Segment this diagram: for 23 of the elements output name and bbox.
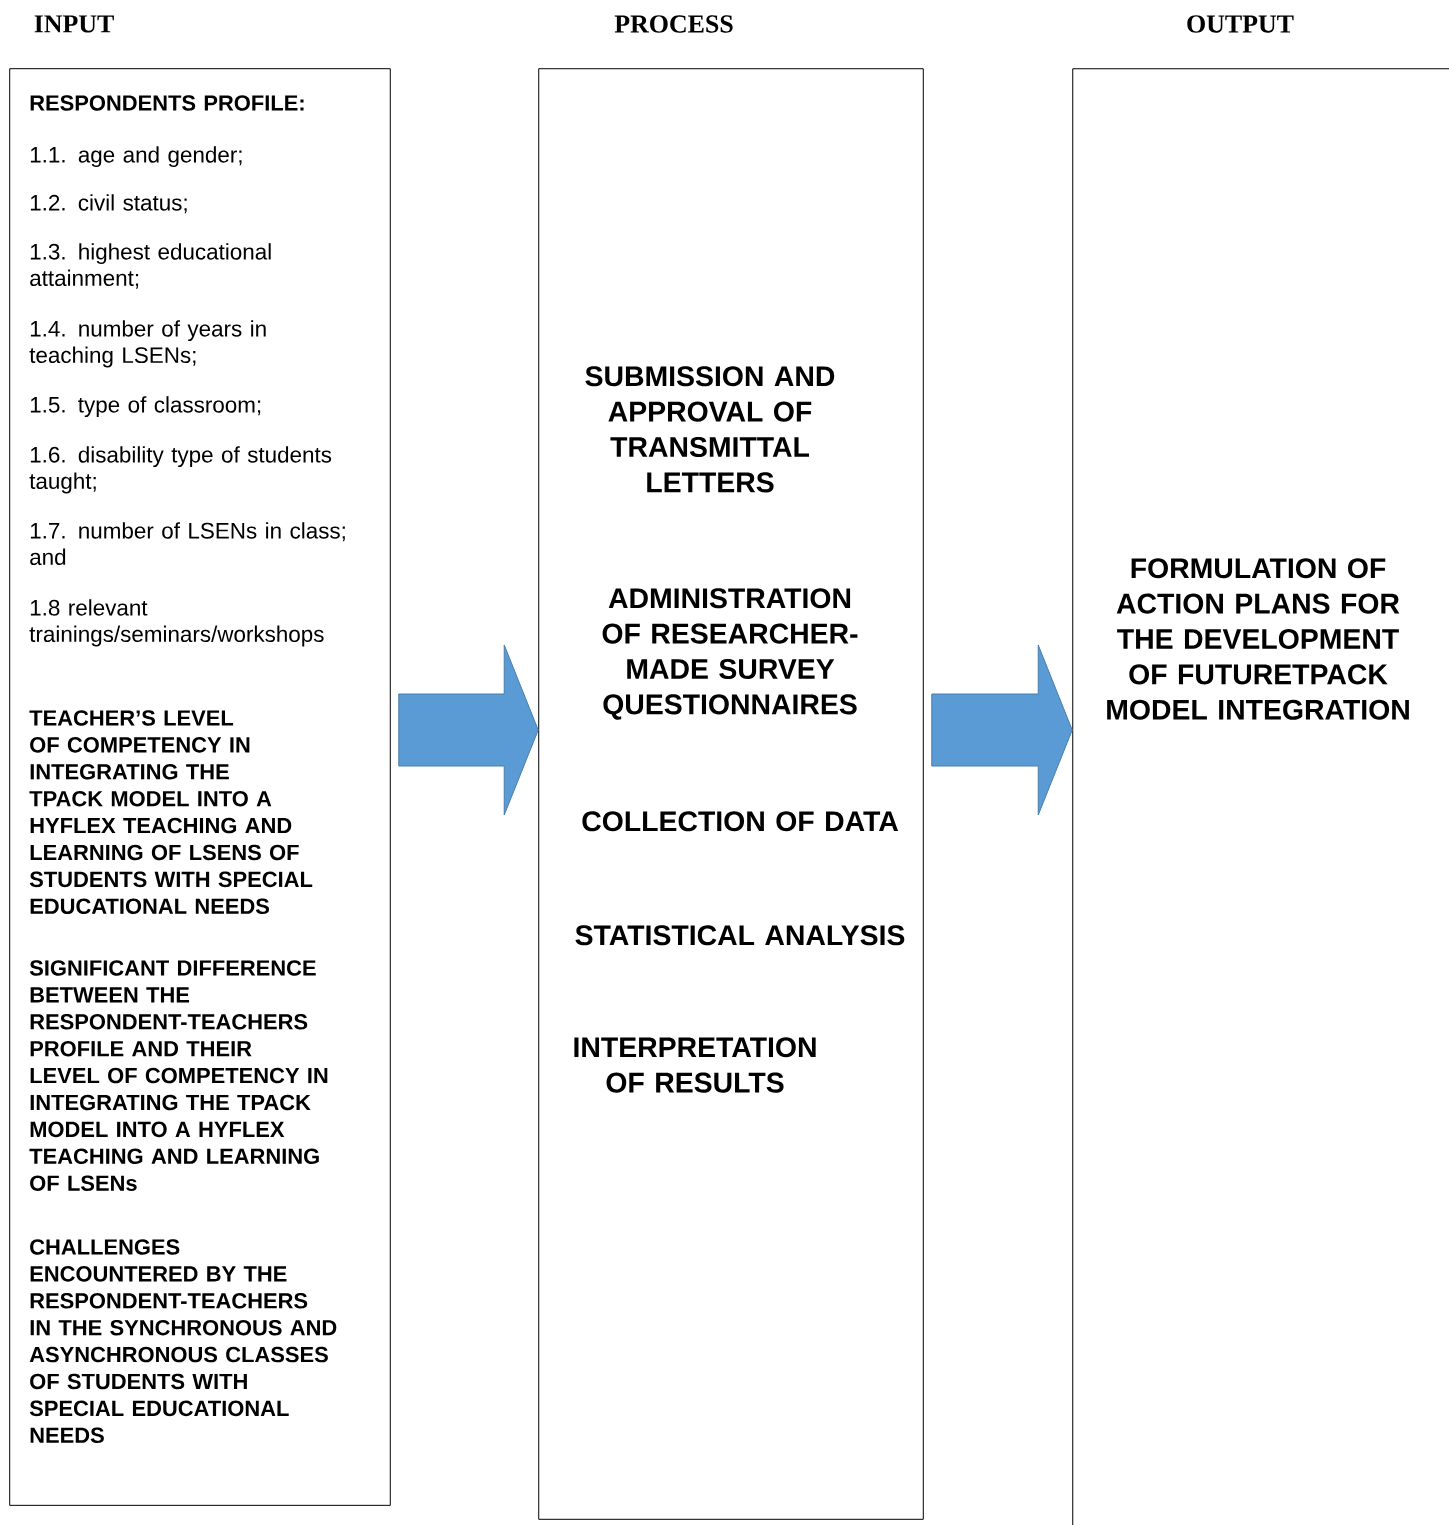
list-item: 1.4. number of years in teaching LSENs; — [29, 320, 266, 368]
section-text: TEACHER’S LEVEL OF COMPETENCY IN INTEGRATING THE TPACK MODEL INTO A HYFLEX TEACHING AND LEARNING OF LSENS OF STUDENTS WITH SPECIAL EDUCATIONAL NEEDS — [29, 710, 313, 915]
list-item: 1.8 relevant trainings/seminars/workshops — [29, 599, 324, 647]
list-item: 1.1. age and gender; — [30, 146, 242, 168]
list-item: 1.7. number of LSENs in class; and — [30, 522, 345, 566]
step-text: ADMINISTRATION OF RESEARCHER-MADE SURVEY QUESTIONNAIRES — [602, 588, 858, 720]
step-text: SUBMISSION AND APPROVAL OF TRANSMITTAL LETTERS — [585, 366, 835, 493]
list-item: 1.6. disability type of students taught; — [29, 446, 332, 494]
step-text: STATISTICAL ANALYSIS — [575, 925, 905, 946]
block-arrow — [398, 644, 539, 816]
list-item: 1.5. type of classroom; — [30, 396, 261, 418]
section-heading: RESPONDENTS PROFILE: — [30, 95, 304, 111]
section-text: CHALLENGES ENCOUNTERED BY THE RESPONDENT-TEACHERS IN THE SYNCHRONOUS AND ASYNCHRONOUS CLASSES OF STUDENTS WITH SPECIAL EDUCATIONAL NEEDS — [29, 1239, 337, 1444]
column-heading: INPUT — [34, 15, 114, 33]
step-text: INTERPRETATION OF RESULTS — [574, 1037, 816, 1093]
list-item: 1.2. civil status; — [30, 194, 187, 214]
column-heading: OUTPUT — [1187, 15, 1294, 33]
list-item: 1.3. highest educational attainment; — [30, 243, 271, 289]
step-text: FORMULATION OF ACTION PLANS FOR THE DEVELOPMENT OF FUTURETPACK MODEL INTEGRATION — [1107, 558, 1409, 720]
step-text: COLLECTION OF DATA — [582, 811, 899, 832]
column-heading: PROCESS — [614, 15, 733, 33]
section-text: SIGNIFICANT DIFFERENCE BETWEEN THE RESPONDENT-TEACHERS PROFILE AND THEIR LEVEL OF COMPETENCY IN INTEGRATING THE TPACK MODEL INTO A HYFLEX TEACHING AND LEARNING OF LSENs — [29, 960, 328, 1191]
block-arrow — [931, 644, 1073, 816]
